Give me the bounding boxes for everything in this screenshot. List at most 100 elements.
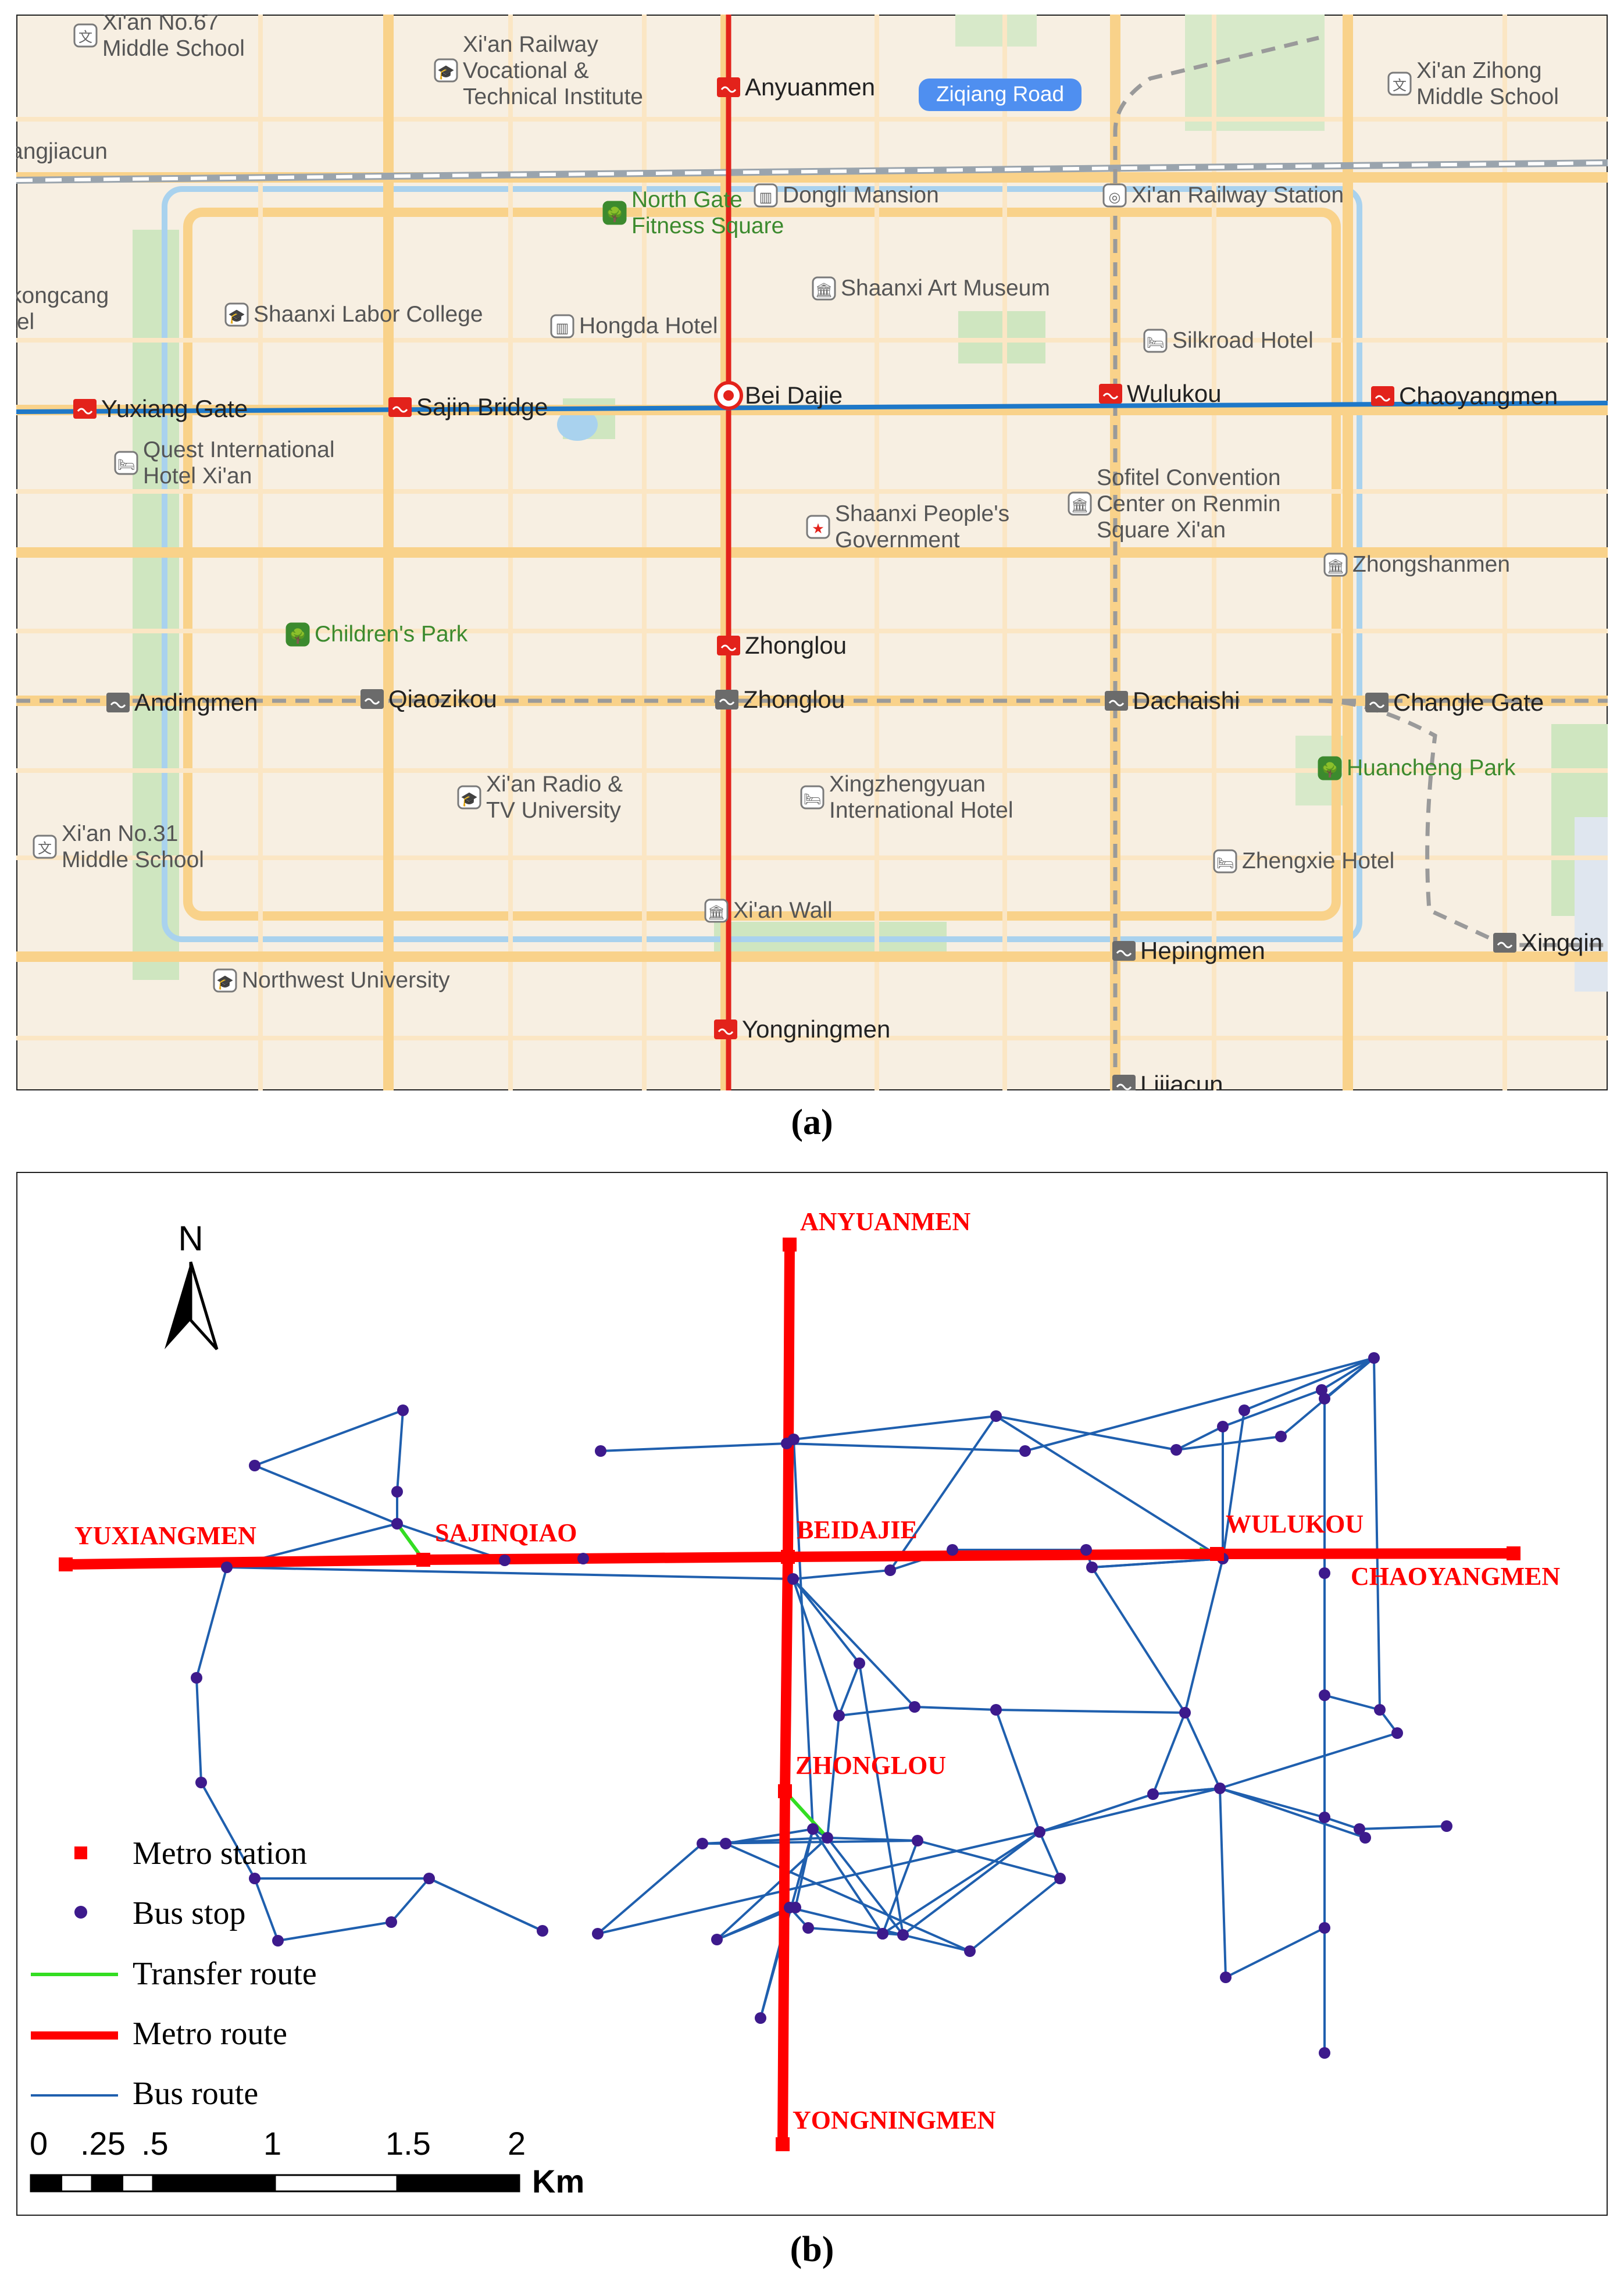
metro-station-zhonglou [778, 1784, 792, 1798]
bus-route-segment [995, 1415, 1224, 1560]
government-icon [806, 515, 830, 539]
north-arrow: N [165, 1219, 219, 1350]
bus-route-segment [1039, 1793, 1154, 1833]
poi-childrens-park: 🌳Children's Park [285, 622, 468, 647]
bus-stop [1319, 1567, 1330, 1579]
metro-station-wulukou [1210, 1547, 1224, 1561]
bus-route-segment [995, 1709, 1041, 1833]
metro-icon [106, 693, 130, 712]
bus-route-segment [826, 1715, 840, 1838]
station-label: Chaoyangmen [1399, 382, 1558, 409]
bus-route-segment [254, 1409, 404, 1467]
metro-icon [1099, 384, 1122, 404]
bus-route-segment [995, 1415, 1177, 1451]
metro-station-yuxiangmen [59, 1557, 73, 1571]
station-hepingmen: Hepingmen [1112, 937, 1265, 964]
school-icon [33, 835, 57, 859]
caption-b: (b) [790, 2230, 834, 2269]
scale-bar-segment [152, 2174, 276, 2193]
bus-route-segment [1373, 1357, 1381, 1710]
bus-route-segment [226, 1566, 794, 1580]
bus-stop [1441, 1820, 1452, 1832]
metro-glyph [718, 1028, 734, 1035]
bus-route-segment [1184, 1712, 1221, 1789]
metro-glyph [110, 701, 126, 708]
interchange-dot [723, 390, 734, 401]
bus-stop [391, 1518, 403, 1530]
poi-label: Xi'an No.31 [62, 821, 178, 846]
station-label: Lijiacun [1140, 1071, 1223, 1090]
legend-bus-stop-symbol [74, 1906, 87, 1919]
bus-stop [1319, 1922, 1330, 1934]
bus-route-segment [716, 1837, 829, 1941]
bus-route-segment [277, 1921, 392, 1942]
bus-stop [947, 1544, 958, 1556]
poi-label: Center on Renmin [1097, 491, 1281, 516]
hotel-icon-glyph: 🛏 [117, 457, 135, 473]
bus-stop [1147, 1788, 1159, 1800]
scale-tick-label: 0 [30, 2125, 48, 2162]
poi-label: Zhengxie Hotel [1242, 849, 1394, 874]
bus-stop [964, 1945, 976, 1957]
svg-text:N: N [178, 1219, 203, 1258]
poi-huancheng-park: 🌳Huancheng Park [1318, 755, 1516, 780]
metro-icon [388, 397, 412, 417]
green-areas [133, 15, 1608, 992]
station-label: Yuxiang Gate [101, 395, 248, 422]
bus-stop [877, 1928, 888, 1940]
station-label: Qiaozikou [388, 685, 497, 712]
bus-route-segment [902, 1831, 1041, 1936]
scale-tick-label: 1 [263, 2125, 281, 2162]
metro-line-vertical [777, 1244, 795, 2145]
bus-route-segment [1323, 1357, 1375, 1400]
scale-tick-label: 2 [508, 2125, 526, 2162]
bus-stop [833, 1710, 845, 1721]
poi-northwest-university: 🎓Northwest University [213, 968, 450, 993]
poi-zhengxie-hotel: 🛏Zhengxie Hotel [1213, 849, 1394, 874]
museum-icon [704, 899, 729, 923]
building-icon [754, 183, 778, 208]
bus-stop [807, 1823, 819, 1835]
legend-metro-station-symbol [74, 1846, 87, 1859]
poi-label: Hotel Xi'an [143, 464, 252, 489]
museum-icon-glyph: 🏛 [815, 283, 833, 298]
bus-stop [854, 1657, 865, 1669]
hotel-icon [1143, 329, 1168, 353]
poi-angjiacun: angjiacun [16, 139, 108, 164]
station-label: Xingqin [1521, 929, 1602, 956]
poi-label: Shaanxi People's [835, 501, 1009, 526]
building-icon-glyph: ▥ [759, 190, 773, 205]
bus-route-segment [838, 1706, 915, 1717]
bus-route-segment [969, 1877, 1061, 1952]
scale-bar-segment [30, 2174, 62, 2193]
bus-stop [990, 1704, 1002, 1716]
college-icon [213, 968, 237, 993]
poi-label: Fitness Square [631, 213, 784, 238]
bus-stop [822, 1832, 833, 1844]
poi-xian-wall: 🏛Xi'an Wall [704, 898, 833, 923]
poi-label: Technical Institute [463, 84, 643, 109]
bus-route-segment [889, 1415, 997, 1571]
bus-route-segment [597, 1831, 1040, 1935]
bus-route-segment [1152, 1712, 1186, 1795]
metro-glyph [1497, 942, 1513, 949]
bus-route-segment [917, 1839, 1061, 1880]
bus-stop [1170, 1444, 1182, 1456]
bus-route-segment [254, 1464, 398, 1525]
poi-label: Xi'an No.67 [102, 15, 219, 35]
station-sajin-bridge: Sajin Bridge [388, 393, 548, 420]
bus-route-segment [793, 1569, 891, 1580]
metro-glyph [720, 644, 737, 651]
bus-stop [1034, 1826, 1045, 1838]
poi-label: Shaanxi Labor College [254, 302, 483, 327]
metro-station-sajinqiao [416, 1553, 430, 1567]
bus-route-segment [195, 1677, 202, 1783]
museum-icon [1323, 552, 1348, 577]
bus-stop [1220, 1972, 1232, 1983]
bus-route-segment [597, 1842, 704, 1935]
